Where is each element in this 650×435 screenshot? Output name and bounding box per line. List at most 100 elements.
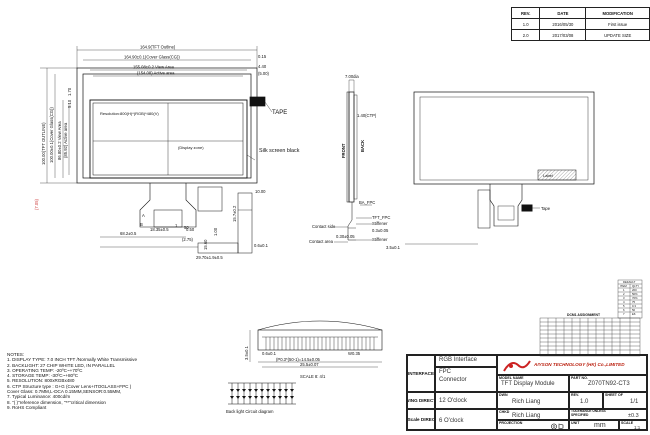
legend-cell: 70% <box>632 296 638 300</box>
revision-cell: UPDATE SIZE <box>585 29 650 41</box>
rev-value: 1.0 <box>580 399 589 405</box>
view-b-label: B <box>140 222 143 227</box>
notes-title: NOTES: <box>7 352 25 357</box>
fpc-stiffener <box>153 209 183 228</box>
dim-0-30-a: 0.30±0.05 <box>336 234 355 239</box>
tolerance-cell: TOLERANCE UNLESS SPECIFIED ±0.3 <box>569 409 647 420</box>
dim-thickness: 7.00dia <box>345 74 359 79</box>
viewing-label: VIEWING DIRECTION <box>407 392 435 409</box>
pin-50-label: 50 <box>184 225 189 230</box>
part-cell: PART NO. Z070TN92-CT3 <box>569 375 647 392</box>
dim-fpc-lead: 18.35±0.5 <box>150 227 169 232</box>
connector-pins <box>265 337 375 350</box>
model-value: TFT Display Module <box>501 381 555 387</box>
dim-left-bottom: (7.05) <box>34 198 39 210</box>
dim-15-60: 15.60 <box>203 239 208 250</box>
label-area <box>537 169 577 181</box>
pin-assignment-table <box>539 317 641 357</box>
note-item: 3. OPERATING TEMP: -20ºC~+70ºC <box>7 367 83 373</box>
dim-left-cover: 100.00±0.1(Cover Glass(CG)) <box>49 107 54 163</box>
viewing-value-cell: 12 O'clock <box>435 392 497 409</box>
silk-screen-label: Silk screen black <box>259 148 300 154</box>
view-a-label: A <box>142 213 145 218</box>
backlight-caption: Back light Circuit diagram <box>226 409 274 414</box>
dim-4-40: 4.40 <box>258 64 267 69</box>
pin-table-title: DCM1 ASSIGNMENT <box>567 313 601 317</box>
label-text: Label <box>543 173 553 178</box>
note-item: 9. RoHS Compliant <box>7 404 47 410</box>
ba-fpc-label: BA_FPC <box>359 200 375 205</box>
legend-cell: 50 <box>632 308 636 312</box>
front-dimension-lines <box>40 46 273 248</box>
tape-block <box>249 96 266 107</box>
dwn-value: Rich Liang <box>512 399 541 405</box>
legend-cell: 50% <box>632 292 638 296</box>
note-item: 6. CTP Structure type : G+G (Cover Lens+… <box>7 383 132 389</box>
note-item: 4. STORAGE TEMP: -30ºC~+80ºC <box>7 373 79 379</box>
dim-left-active: (85.92) Active area <box>63 122 68 158</box>
note-item: 8. "( )"reference dimension, "**"critica… <box>7 399 106 405</box>
date-header: DATE <box>539 7 587 19</box>
gray-scale-value: 6 O'clock <box>439 418 464 424</box>
contact-side-label: Contact side <box>312 224 336 229</box>
note-item: Cover Glass: 0.7MM,L-DCA 0.15MM,SENSOR:0… <box>7 389 122 395</box>
cover-glass-outline <box>82 73 252 179</box>
tft-fpc-label: TFT_FPC <box>372 215 390 220</box>
dim-left-top: 1.70 <box>67 87 72 96</box>
tape-label: TAPE <box>272 110 287 116</box>
scale-cell-value: 1:1 <box>634 425 641 430</box>
resolution-label: Resolution:800(H)*(RGB)*480(V) <box>100 111 159 116</box>
company-cell: AIYSON TECHNOLOGY (HK) Co.,LIMITED <box>497 355 647 375</box>
note-item: 5. RESOLUTION: 800xRGBx480 <box>7 378 75 384</box>
dim-left-mid: 5.10 <box>67 99 72 108</box>
dim-1-00: 1.00 <box>213 227 218 236</box>
legend-cell: 200 <box>632 288 637 292</box>
model-label: MODEL NAME <box>499 376 524 380</box>
dim-tab-len: 15.7±0.2 <box>232 205 237 222</box>
legend-cell: ITEM <box>620 284 627 288</box>
sheet-label: SHEET OF <box>605 393 623 397</box>
tft-outline <box>76 67 258 184</box>
fpc-line1: FPC <box>439 369 451 375</box>
legend-cell: 5 <box>623 304 625 308</box>
stiffener-label-2: Stiffener <box>372 237 388 242</box>
dim-conn-pitch: (P0.3*(50-1)=14.5±0.05 <box>276 357 321 362</box>
dim-0-3-b: 0.3±0.05 <box>372 228 389 233</box>
dwn-cell: DWN Rich Liang <box>497 392 569 409</box>
chkd-label: CHKD <box>499 410 510 414</box>
rev-label: REV. <box>571 393 580 397</box>
fpc-cell: FPC Connector <box>435 367 497 392</box>
dim-conn-height: 3.5±0.1 <box>244 345 249 360</box>
backlight-leds <box>230 389 294 399</box>
scale-cell: SCALE 1:1 <box>619 420 647 430</box>
part-value: Z070TN92-CT3 <box>588 381 630 387</box>
legend-cell: E6 <box>632 312 636 316</box>
modification-header: MODIFICATION <box>585 7 650 19</box>
dim-view-area: 155.08±0.2 View Area <box>133 65 175 70</box>
scale-cell-label: SCALE <box>621 421 634 425</box>
dim-ctp: 1.40(CTP) <box>357 113 377 118</box>
part-label: PART NO. <box>571 376 588 380</box>
dim-tab-35: 3.5±0.1 <box>386 245 401 250</box>
title-block: INTERFACE RGB Interface FPC Connector AI… <box>406 354 648 431</box>
pin-1-label: 1 <box>175 223 178 228</box>
legend-cell: 3 <box>623 296 625 300</box>
scale-label: SCALE 8: 4/1 <box>300 374 326 379</box>
legend-title: DEFAULT <box>623 280 636 284</box>
back-label: BACK <box>360 140 365 152</box>
chkd-cell: CHKD Rich Liang <box>497 409 569 420</box>
dim-tab-w: 10.00 <box>255 189 266 194</box>
dim-5-00: (5.00) <box>258 71 270 76</box>
dwn-label: DWN <box>499 393 508 397</box>
revision-row: 1.0 2016/05/30 First issue <box>510 18 650 30</box>
legend-cell: QLTY <box>632 284 639 288</box>
company-logo-icon <box>503 360 531 372</box>
note-item: 1. DISPLAY TYPE: 7.0 INCH TFT /Normally … <box>7 357 138 363</box>
dim-tail-len: 29.70±1.9±0.5 <box>196 255 223 260</box>
gray-scale-value-cell: 6 O'clock <box>435 409 497 430</box>
interface-value: RGB Interface <box>439 357 478 363</box>
side-view <box>334 79 372 243</box>
dim-cover-glass: 164.90±0.1(Cover Glass(CG)) <box>124 55 180 60</box>
fpc-lead-out <box>197 242 239 254</box>
sheet-cell: SHEET OF 1/1 <box>603 392 647 409</box>
